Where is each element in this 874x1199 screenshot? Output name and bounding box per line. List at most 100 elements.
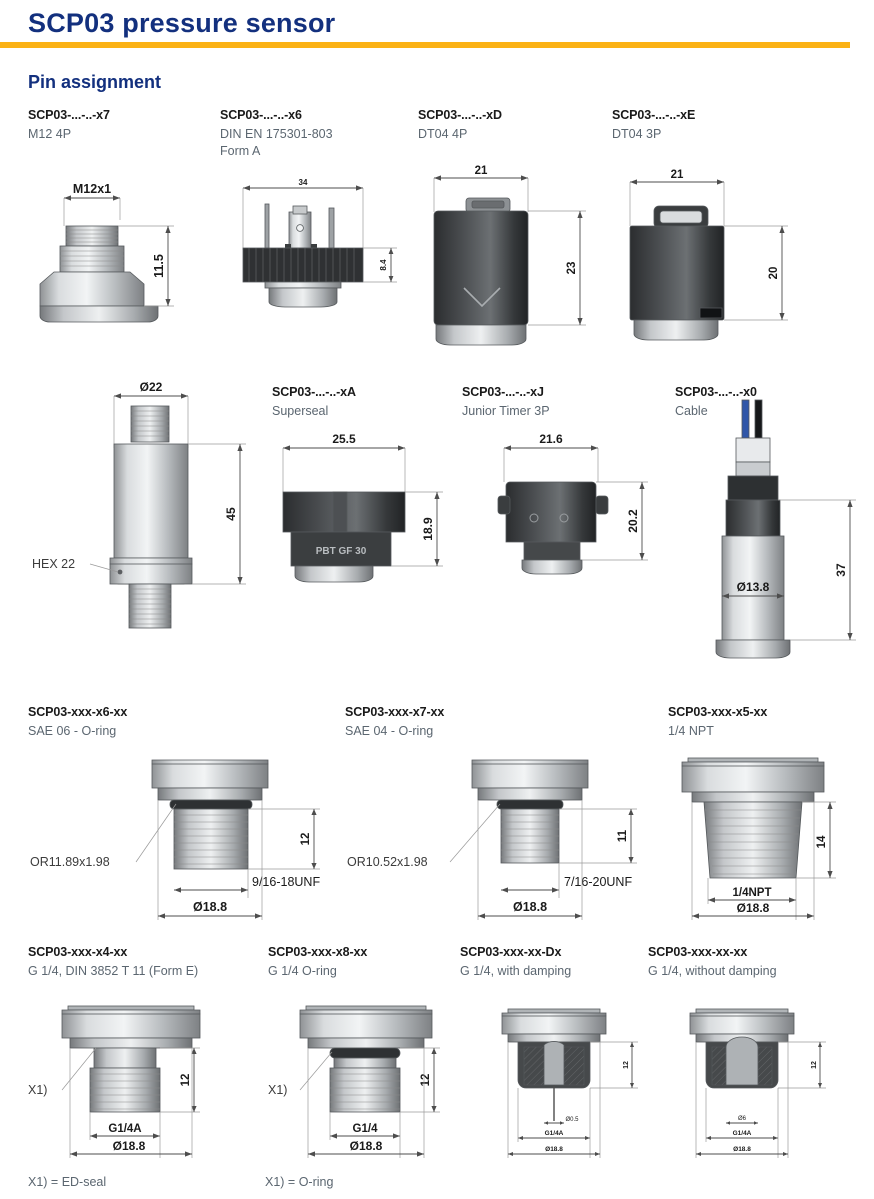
dim-dt04-3p-height: 20	[768, 267, 780, 280]
connector-block-x6: SCP03-...-..-x6 DIN EN 175301-803 Form A	[220, 108, 333, 159]
page-title: SCP03 pressure sensor	[28, 8, 336, 38]
connector-desc-x6-line2: Form A	[220, 144, 261, 158]
dim-dt04-4p-height: 23	[566, 262, 578, 275]
connector-block-xJ: SCP03-...-..-xJ Junior Timer 3P	[462, 385, 550, 419]
dim-superseal-width: 25.5	[332, 432, 356, 446]
connector-block-xE: SCP03-...-..-xE DT04 3P	[612, 108, 695, 142]
label-x8-seal-marker: X1)	[268, 1083, 287, 1097]
dim-cable-height: 37	[834, 563, 848, 577]
title-divider-rule	[0, 42, 850, 48]
label-superseal-material: PBT GF 30	[316, 546, 367, 557]
dim-npt-diameter: Ø18.8	[737, 901, 770, 915]
drawing-sensor-body: Ø22 HEX 22	[30, 378, 260, 663]
dim-sae06-height: 12	[300, 833, 312, 846]
dim-damping-diameter: Ø18.8	[545, 1146, 563, 1153]
port-code-x8: SCP03-xxx-x8-xx	[268, 945, 368, 959]
dim-x8-height: 12	[420, 1074, 432, 1087]
connector-block-xD: SCP03-...-..-xD DT04 4P	[418, 108, 502, 142]
port-code-x7: SCP03-xxx-x7-xx	[345, 705, 445, 719]
drawing-sae06-port: OR11.89x1.98 12 9/16-18UNF	[28, 752, 348, 927]
port-block-x7: SCP03-xxx-x7-xx SAE 04 - O-ring	[345, 705, 444, 739]
dim-nodamping-height: 12	[811, 1061, 818, 1069]
port-block-x5: SCP03-xxx-x5-xx 1/4 NPT	[668, 705, 767, 739]
dim-body-diameter: Ø22	[140, 380, 163, 394]
dim-cable-diameter: Ø13.8	[737, 580, 770, 594]
section-heading-pin-assignment: Pin assignment	[28, 72, 162, 92]
dim-jt-width: 21.6	[539, 432, 563, 446]
connector-desc-x7: M12 4P	[28, 127, 72, 141]
connector-desc-xE: DT04 3P	[612, 127, 662, 141]
port-desc-x6: SAE 06 - O-ring	[28, 724, 117, 738]
dim-m12-thread: M12x1	[73, 182, 111, 196]
dim-sae04-diameter: Ø18.8	[513, 900, 547, 914]
label-sae04-oring: OR10.52x1.98	[347, 855, 428, 869]
connector-code-xJ: SCP03-...-..-xJ	[462, 385, 544, 399]
drawing-g14-with-damping-port: Ø0.5 12 G1/4A	[472, 1005, 657, 1185]
connector-desc-x6: DIN EN 175301-803	[220, 127, 333, 141]
drawing-cable-outlet: Ø13.8 37	[700, 399, 874, 690]
connector-desc-xD: DT04 4P	[418, 127, 468, 141]
dim-sae04-height: 11	[617, 829, 629, 842]
port-desc-nodamping: G 1/4, without damping	[648, 964, 777, 978]
dim-dt04-3p-width: 21	[671, 169, 684, 181]
dim-superseal-height: 18.9	[421, 517, 435, 541]
dim-sae06-diameter: Ø18.8	[193, 900, 227, 914]
port-desc-x7: SAE 04 - O-ring	[345, 724, 434, 738]
port-desc-x8: G 1/4 O-ring	[268, 964, 337, 978]
drawing-g14-form-e-port: X1) 12 G1/4A	[28, 1002, 278, 1167]
port-block-x8: SCP03-xxx-x8-xx G 1/4 O-ring	[268, 945, 367, 979]
port-code-x6: SCP03-xxx-x6-xx	[28, 705, 128, 719]
drawing-superseal: 25.5 PBT GF 30 18.9	[265, 430, 465, 590]
label-x8-thread: G1/4	[353, 1123, 379, 1135]
label-nodamping-thread: G1/4A	[733, 1130, 752, 1137]
dim-x8-diameter: Ø18.8	[350, 1139, 383, 1153]
dim-nodamping-diameter: Ø18.8	[733, 1146, 751, 1153]
dim-m12-height: 11.5	[152, 254, 166, 278]
label-x4-seal-marker: X1)	[28, 1083, 47, 1097]
connector-desc-xJ: Junior Timer 3P	[462, 404, 550, 418]
dim-dt04-4p-width: 21	[475, 165, 488, 177]
label-npt-thread: 1/4NPT	[733, 887, 772, 899]
dim-jt-height: 20.2	[626, 509, 640, 533]
dim-din-height: 8.4	[379, 259, 388, 271]
footnote-x8: X1) = O-ring	[265, 1175, 334, 1189]
label-hex22: HEX 22	[32, 557, 75, 571]
port-block-damping: SCP03-xxx-xx-Dx G 1/4, with damping	[460, 945, 571, 979]
drawing-dt04-4p: 21 23	[418, 165, 603, 353]
drawing-dt04-3p: 21 20	[612, 168, 812, 353]
connector-code-x0: SCP03-...-..-x0	[675, 385, 757, 399]
port-code-x5: SCP03-xxx-x5-xx	[668, 705, 768, 719]
port-code-nodamping: SCP03-xxx-xx-xx	[648, 945, 748, 959]
label-sae06-thread: 9/16-18UNF	[252, 875, 320, 889]
drawing-g14-without-damping-port: Ø6 12 G1/4A Ø18.8	[660, 1005, 845, 1185]
port-code-x4: SCP03-xxx-x4-xx	[28, 945, 128, 959]
dim-x4-diameter: Ø18.8	[113, 1139, 146, 1153]
label-x4-thread: G1/4A	[108, 1123, 141, 1135]
connector-block-x7: SCP03-...-..-x7 M12 4P	[28, 108, 110, 142]
connector-code-xA: SCP03-...-..-xA	[272, 385, 356, 399]
port-block-x4: SCP03-xxx-x4-xx G 1/4, DIN 3852 T 11 (Fo…	[28, 945, 198, 979]
port-desc-damping: G 1/4, with damping	[460, 964, 572, 978]
label-sae06-oring: OR11.89x1.98	[30, 855, 110, 869]
label-sae04-thread: 7/16-20UNF	[564, 875, 632, 889]
dim-nodamping-bore: Ø6	[738, 1116, 747, 1122]
drawing-m12-connector: M12x1 11.5	[28, 168, 203, 323]
port-code-damping: SCP03-xxx-xx-Dx	[460, 945, 562, 959]
dim-npt-height: 14	[816, 835, 828, 848]
dim-damping-height: 12	[623, 1061, 630, 1069]
connector-block-xA: SCP03-...-..-xA Superseal	[272, 385, 356, 419]
drawing-npt-port: 14 1/4NPT Ø18.8	[668, 752, 874, 927]
port-desc-x5: 1/4 NPT	[668, 724, 714, 738]
connector-code-x7: SCP03-...-..-x7	[28, 108, 110, 122]
dim-din-width: 34	[299, 178, 308, 187]
footnote-x4: X1) = ED-seal	[28, 1175, 107, 1189]
label-damping-thread: G1/4A	[545, 1130, 564, 1137]
connector-code-x6: SCP03-...-..-x6	[220, 108, 302, 122]
port-block-x6: SCP03-xxx-x6-xx SAE 06 - O-ring	[28, 705, 127, 739]
connector-desc-xA: Superseal	[272, 404, 329, 418]
port-block-nodamping: SCP03-xxx-xx-xx G 1/4, without damping	[648, 945, 777, 979]
dim-damping-bore: Ø0.5	[565, 1117, 579, 1123]
connector-block-x0: SCP03-...-..-x0 Cable	[675, 385, 757, 419]
drawing-g14-oring-port: X1) 12 G1/4 Ø18.8	[268, 1002, 498, 1167]
drawing-sae04-port: OR10.52x1.98 11 7/16-20UNF	[345, 752, 665, 927]
